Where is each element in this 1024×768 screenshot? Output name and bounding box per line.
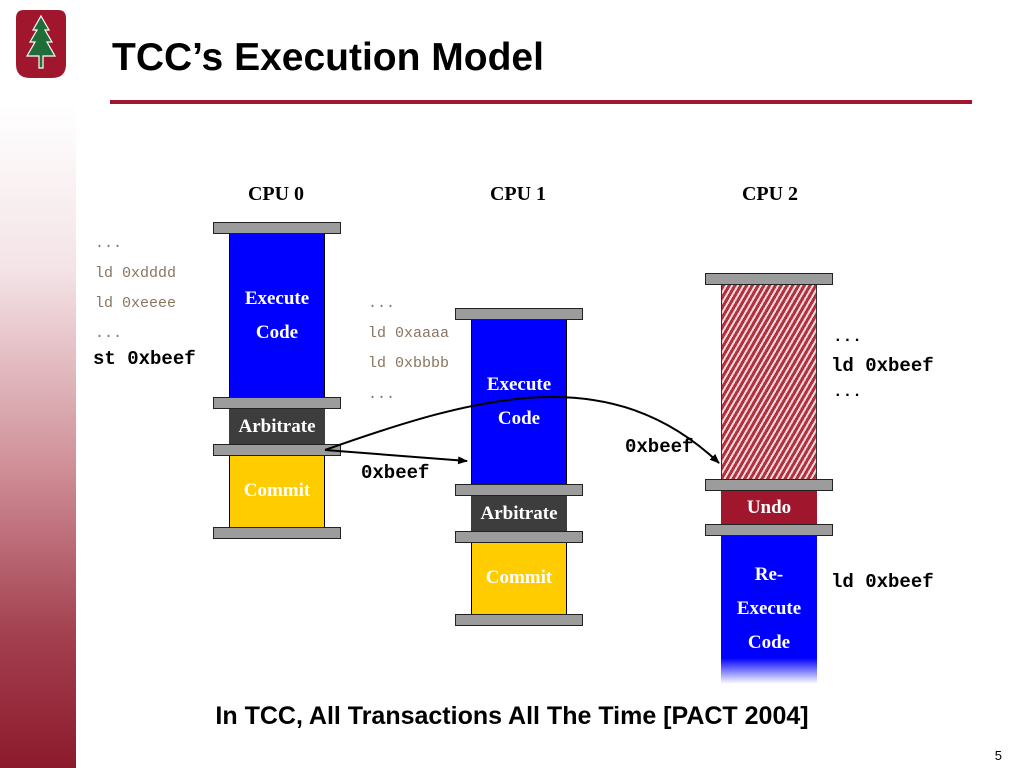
cpu0-bar-bottom xyxy=(213,527,341,539)
cpu0-code-line: ... xyxy=(95,325,123,342)
cpu1-code-line: ld 0xaaaa xyxy=(368,325,450,342)
cpu0-label: CPU 0 xyxy=(247,183,305,205)
cpu0-code-line: ... xyxy=(95,235,123,252)
cpu1-bar-3 xyxy=(455,531,583,543)
cpu2-bar-2 xyxy=(705,479,833,491)
cpu2-reexecute-label-3: Code xyxy=(747,632,791,653)
cpu0-store-instruction: st 0xbeef xyxy=(93,348,196,370)
cpu2-incoming-address: 0xbeef xyxy=(625,436,694,458)
cpu1-label: CPU 1 xyxy=(489,183,547,205)
cpu2-code-top-line: ... xyxy=(833,383,862,401)
cpu0-bar-2 xyxy=(213,397,341,409)
slide-caption: In TCC, All Transactions All The Time [P… xyxy=(215,702,809,730)
cpu0-execute-label-1: Execute xyxy=(244,287,310,309)
cpu1-commit-label: Commit xyxy=(485,567,553,588)
cpu2-label: CPU 2 xyxy=(741,183,799,205)
cpu1-bar-2 xyxy=(455,484,583,496)
cpu2-code-top-line: ... xyxy=(833,328,862,346)
cpu1-incoming-address: 0xbeef xyxy=(361,462,430,484)
cpu2-reexecute-load: ld 0xbeef xyxy=(831,571,934,593)
cpu1-bar-bottom xyxy=(455,614,583,626)
sidebar-gradient xyxy=(0,105,76,768)
cpu1-execute-label-1: Execute xyxy=(486,374,552,395)
cpu0-bar-3 xyxy=(213,444,341,456)
stanford-tree-logo-icon xyxy=(16,10,66,78)
arrow-to-cpu1 xyxy=(324,449,468,465)
cpu2-reexecute-block: Re- Execute Code xyxy=(721,536,817,658)
cpu1-arbitrate-label: Arbitrate xyxy=(480,502,558,524)
cpu1-arbitrate-block: Arbitrate xyxy=(471,496,567,531)
cpu1-code-line: ... xyxy=(368,295,396,312)
cpu0-arbitrate-block: Arbitrate xyxy=(229,409,325,444)
cpu0-execute-block: Execute Code xyxy=(229,234,325,397)
cpu0-code-line: ld 0xeeee xyxy=(95,295,177,312)
cpu2-bar-3 xyxy=(705,524,833,536)
cpu1-commit-block: Commit xyxy=(471,543,567,614)
cpu1-code-line: ld 0xbbbb xyxy=(368,355,450,372)
cpu2-reexecute-fade xyxy=(721,658,817,684)
page-title: TCC’s Execution Model xyxy=(112,36,544,79)
cpu1-execute-block: Execute Code xyxy=(471,320,567,484)
arrow-to-cpu2 xyxy=(324,396,720,464)
cpu0-commit-block: Commit xyxy=(229,456,325,527)
cpu0-arbitrate-label: Arbitrate xyxy=(238,415,316,437)
title-divider xyxy=(110,100,972,104)
cpu2-undo-label: Undo xyxy=(746,496,792,518)
cpu2-aborted-execution-block xyxy=(721,285,817,479)
page-number: 5 xyxy=(994,748,1002,763)
cpu2-code-top-line: ld 0xbeef xyxy=(831,355,934,377)
cpu1-bar-top xyxy=(455,308,583,320)
cpu2-undo-block: Undo xyxy=(721,491,817,524)
cpu1-code-line: ... xyxy=(368,386,396,403)
cpu2-bar-top xyxy=(705,273,833,285)
cpu0-execute-label-2: Code xyxy=(255,321,299,343)
cpu2-reexecute-label-1: Re- xyxy=(754,564,784,585)
cpu0-code-line: ld 0xdddd xyxy=(95,265,177,282)
cpu0-bar-top xyxy=(213,222,341,234)
cpu0-commit-label: Commit xyxy=(243,480,311,501)
cpu1-execute-label-2: Code xyxy=(497,408,541,429)
cpu2-reexecute-label-2: Execute xyxy=(736,598,802,619)
